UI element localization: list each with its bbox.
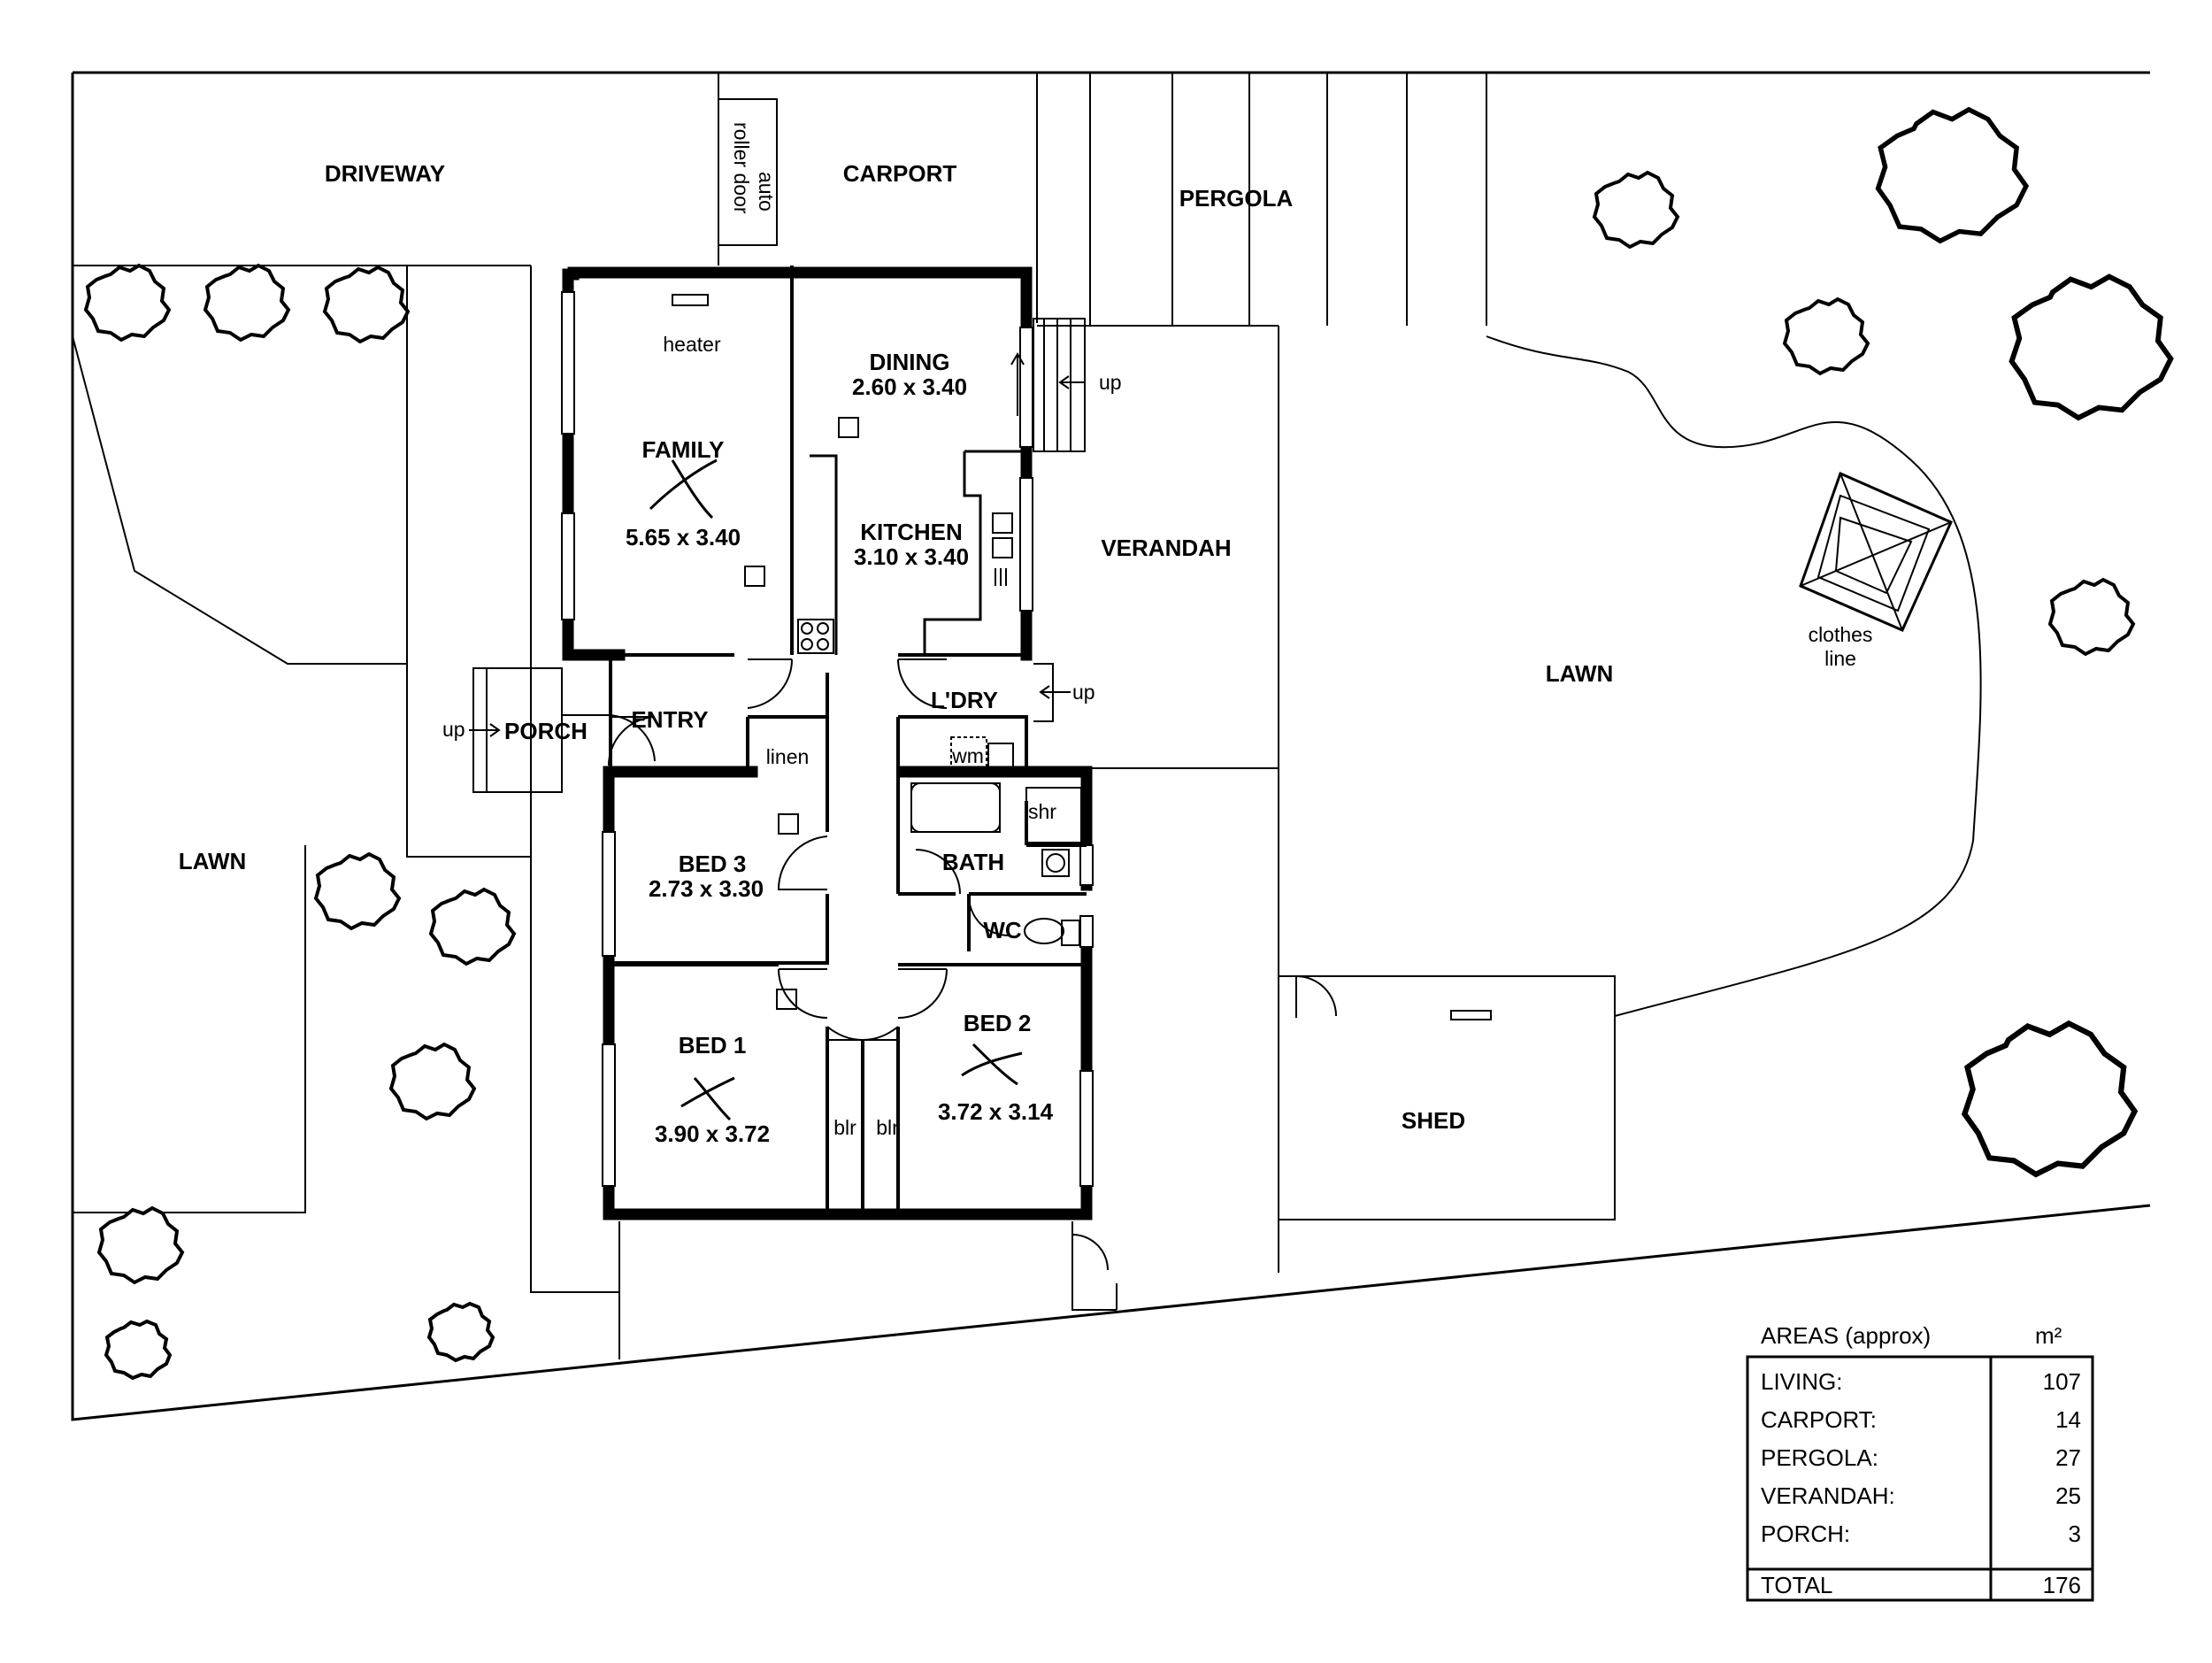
tree-icon [2008,273,2174,421]
label-clothes: clothes [1809,623,1873,646]
tree-icon [426,1301,495,1363]
label-bath: BATH [942,849,1004,875]
label-family-size: 5.65 x 3.40 [626,524,741,550]
window [602,831,616,957]
window [1079,844,1094,886]
tree-icon [313,851,402,931]
areas-total-value: 176 [2043,1572,2081,1598]
label-family: FAMILY [642,436,725,463]
label-up-kitchen: up [1099,371,1122,394]
label-bed2: BED 2 [964,1010,1032,1036]
tree-icon [1875,106,2030,244]
up-arrows [469,375,1084,737]
left-yard [72,266,620,1359]
label-kitchen-size: 3.10 x 3.40 [854,543,969,570]
right-yard [1071,335,1982,1311]
label-heater: heater [663,333,721,356]
label-lawn-left: LAWN [179,848,247,874]
tree-icon [1961,1020,2139,1178]
tree-icon [203,263,291,343]
window [602,1043,616,1187]
areas-row-value: 27 [2055,1444,2081,1471]
label-driveway: DRIVEWAY [325,160,445,187]
label-up-porch: up [442,718,465,741]
labels: DRIVEWAY auto roller door CARPORT PERGOL… [179,122,1873,1147]
areas-row-label: LIVING: [1761,1368,1842,1395]
label-up-laundry: up [1072,681,1095,704]
areas-row-value: 14 [2055,1406,2081,1433]
window [1019,477,1033,612]
label-roller-door-1: auto [755,172,778,212]
areas-row-label: VERANDAH: [1761,1482,1895,1509]
areas-table: AREAS (approx) m² LIVING: 107 CARPORT: 1… [1746,1322,2094,1602]
label-lawn-right: LAWN [1546,660,1614,687]
window [561,291,575,435]
window [561,512,575,620]
label-shr: shr [1028,800,1056,823]
label-dining: DINING [870,349,950,375]
label-bed2-size: 3.72 x 3.14 [938,1098,1054,1125]
tree-icon [388,1042,477,1121]
tree-icon [96,1205,185,1285]
label-pergola: PERGOLA [1179,185,1294,212]
tree-icon [2047,577,2136,657]
clothes-line-icon [1799,471,1953,632]
tree-icon [1592,170,1680,250]
label-line: line [1824,647,1856,670]
areas-row-value: 25 [2055,1482,2081,1509]
areas-row-value: 107 [2043,1368,2081,1395]
label-porch: PORCH [504,718,588,744]
tree-icon [83,263,172,343]
window [1079,915,1094,948]
label-verandah: VERANDAH [1101,535,1231,561]
site-boundary [71,71,2151,1421]
label-bed1: BED 1 [679,1032,747,1059]
label-entry: ENTRY [631,706,708,733]
trees [83,106,2174,1381]
tree-icon [322,265,411,344]
tree-icon [104,1319,173,1381]
label-blr-1: blr [833,1116,856,1139]
areas-total-label: TOTAL [1761,1572,1832,1598]
label-kitchen: KITCHEN [860,519,963,545]
label-dining-size: 2.60 x 3.40 [852,373,967,400]
label-bed1-size: 3.90 x 3.72 [655,1120,770,1147]
house [472,266,1094,1220]
areas-row-label: PERGOLA: [1761,1444,1878,1471]
areas-unit: m² [2035,1322,2062,1349]
label-bed3-size: 2.73 x 3.30 [649,875,764,902]
label-blr-2: blr [876,1116,899,1139]
areas-row-label: CARPORT: [1761,1406,1877,1433]
label-roller-door-2: roller door [730,122,753,214]
label-wc: WC [983,917,1022,943]
tree-icon [428,887,517,966]
window [1079,1070,1094,1187]
label-laundry: L'DRY [931,687,998,713]
label-bed3: BED 3 [679,851,747,877]
label-shed: SHED [1402,1107,1465,1134]
label-carport: CARPORT [843,160,957,187]
window [1019,327,1033,448]
areas-title: AREAS (approx) [1761,1322,1931,1349]
areas-row-label: PORCH: [1761,1521,1850,1547]
label-linen: linen [766,745,810,768]
areas-row-value: 3 [2069,1521,2081,1547]
tree-icon [1782,296,1870,376]
label-wm: wm [951,744,984,767]
front-structures [73,73,1487,1273]
